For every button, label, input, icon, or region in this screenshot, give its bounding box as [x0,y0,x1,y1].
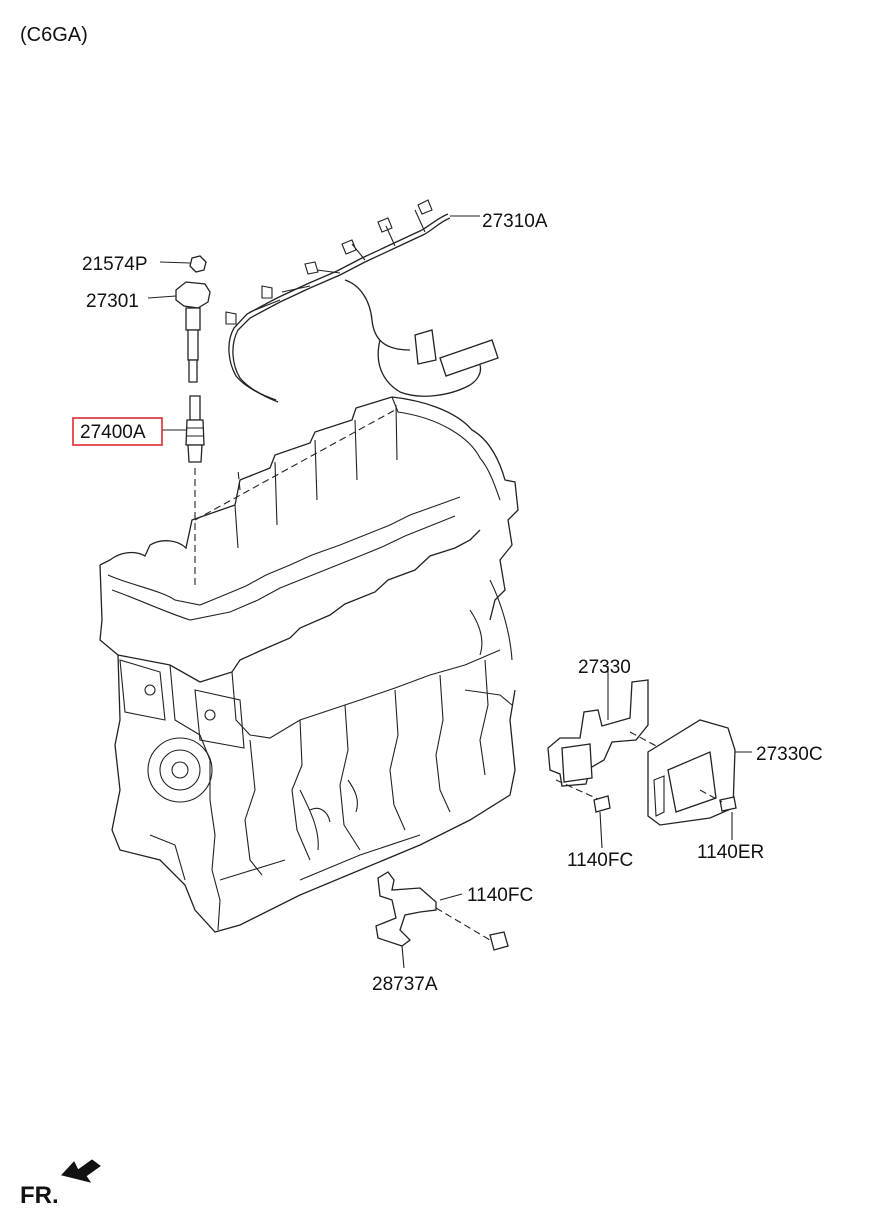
part-label-spark-plug: 27400A [80,422,146,443]
part-label-bolt-left: 1140FC [567,850,633,871]
part-label-ignition-coil: 27301 [86,291,139,312]
part-label-nut: 21574P [82,254,148,275]
part-label-wiring-harness: 27310A [482,211,548,232]
part-label-control-module: 27330C [756,744,823,765]
part-label-lower-bracket: 28737A [372,974,438,995]
part-label-bolt-right: 1140ER [697,842,764,863]
wiring-harness-drawing [225,199,499,403]
highlight-box [72,417,163,446]
part-label-bracket: 27330 [578,657,631,678]
front-label: FR. [20,1182,59,1209]
front-direction-marker: FR. [20,1159,101,1209]
lower-bracket-drawing [375,871,509,969]
part-label-bolt-lower: 1140FC [467,885,533,906]
engine-block-drawing [99,396,519,933]
module-drawing [547,666,752,849]
ignition-parts-drawing [147,255,211,463]
front-arrow-icon [61,1159,101,1183]
engine-code: (C6GA) [20,24,88,46]
